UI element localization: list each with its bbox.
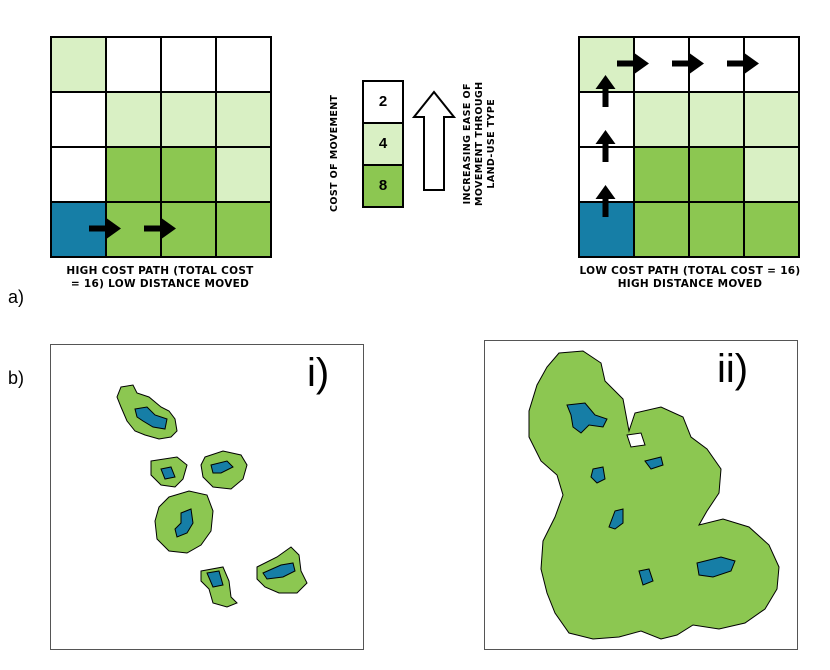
low-cost-arrow-right-icon — [617, 53, 649, 74]
high-cost-caption: HIGH COST PATH (TOTAL COST = 16) LOW DIS… — [40, 265, 280, 291]
legend-cost-2: 2 — [362, 80, 404, 124]
legend-title: COST OF MOVEMENT — [329, 94, 340, 212]
high-cost-cell-3-3 — [215, 201, 272, 258]
low-cost-cell-2-2 — [688, 146, 745, 203]
low-cost-arrow-up-icon — [595, 185, 616, 217]
high-cost-cell-1-3 — [215, 91, 272, 148]
high-cost-cell-2-3 — [215, 146, 272, 203]
high-cost-caption-line1: HIGH COST PATH (TOTAL COST — [66, 265, 254, 277]
low-cost-arrow-right-icon — [727, 53, 759, 74]
panel-a-label: a) — [8, 287, 25, 307]
ease-label-line1: INCREASING EASE OF — [462, 83, 473, 205]
map-label-ii: ii) — [717, 347, 749, 391]
low-cost-caption-line2: HIGH DISTANCE MOVED — [617, 278, 763, 290]
low-cost-caption: LOW COST PATH (TOTAL COST = 16) HIGH DIS… — [568, 265, 812, 291]
increasing-ease-label: INCREASING EASE OF MOVEMENT THROUGH LAND… — [462, 82, 498, 206]
ease-label-line2: MOVEMENT THROUGH — [474, 81, 485, 206]
habitat-patches-map-ii — [528, 350, 780, 640]
low-cost-arrow-up-icon — [595, 75, 616, 107]
low-cost-arrow-right-icon — [672, 53, 704, 74]
low-cost-cell-3-2 — [688, 201, 745, 258]
map-label-i: i) — [307, 351, 330, 395]
habitat-patches-map-i — [116, 384, 308, 608]
high-cost-cell-2-0 — [50, 146, 107, 203]
legend-cost-4: 4 — [362, 122, 404, 166]
high-cost-cell-0-3 — [215, 36, 272, 93]
low-cost-caption-line1: LOW COST PATH (TOTAL COST = 16) — [579, 265, 801, 277]
ease-label-line3: LAND-USE TYPE — [486, 98, 497, 189]
high-cost-arrow-right-icon — [144, 218, 176, 239]
high-cost-cell-0-0 — [50, 36, 107, 93]
low-cost-cell-2-3 — [743, 146, 800, 203]
legend-cost-8: 8 — [362, 164, 404, 208]
high-cost-arrow-right-icon — [89, 218, 121, 239]
low-cost-cell-3-3 — [743, 201, 800, 258]
low-cost-arrows — [595, 53, 759, 217]
panel-b-label: b) — [8, 368, 25, 388]
map-panel-i: i) — [50, 344, 364, 650]
high-cost-caption-line2: = 16) LOW DISTANCE MOVED — [70, 278, 250, 290]
low-cost-grid — [578, 36, 800, 258]
high-cost-grid — [50, 36, 272, 258]
high-cost-arrows — [89, 218, 176, 239]
high-cost-cell-0-1 — [105, 36, 162, 93]
low-cost-arrow-up-icon — [595, 130, 616, 162]
low-cost-cell-1-3 — [743, 91, 800, 148]
map-panel-ii: ii) — [484, 340, 798, 650]
